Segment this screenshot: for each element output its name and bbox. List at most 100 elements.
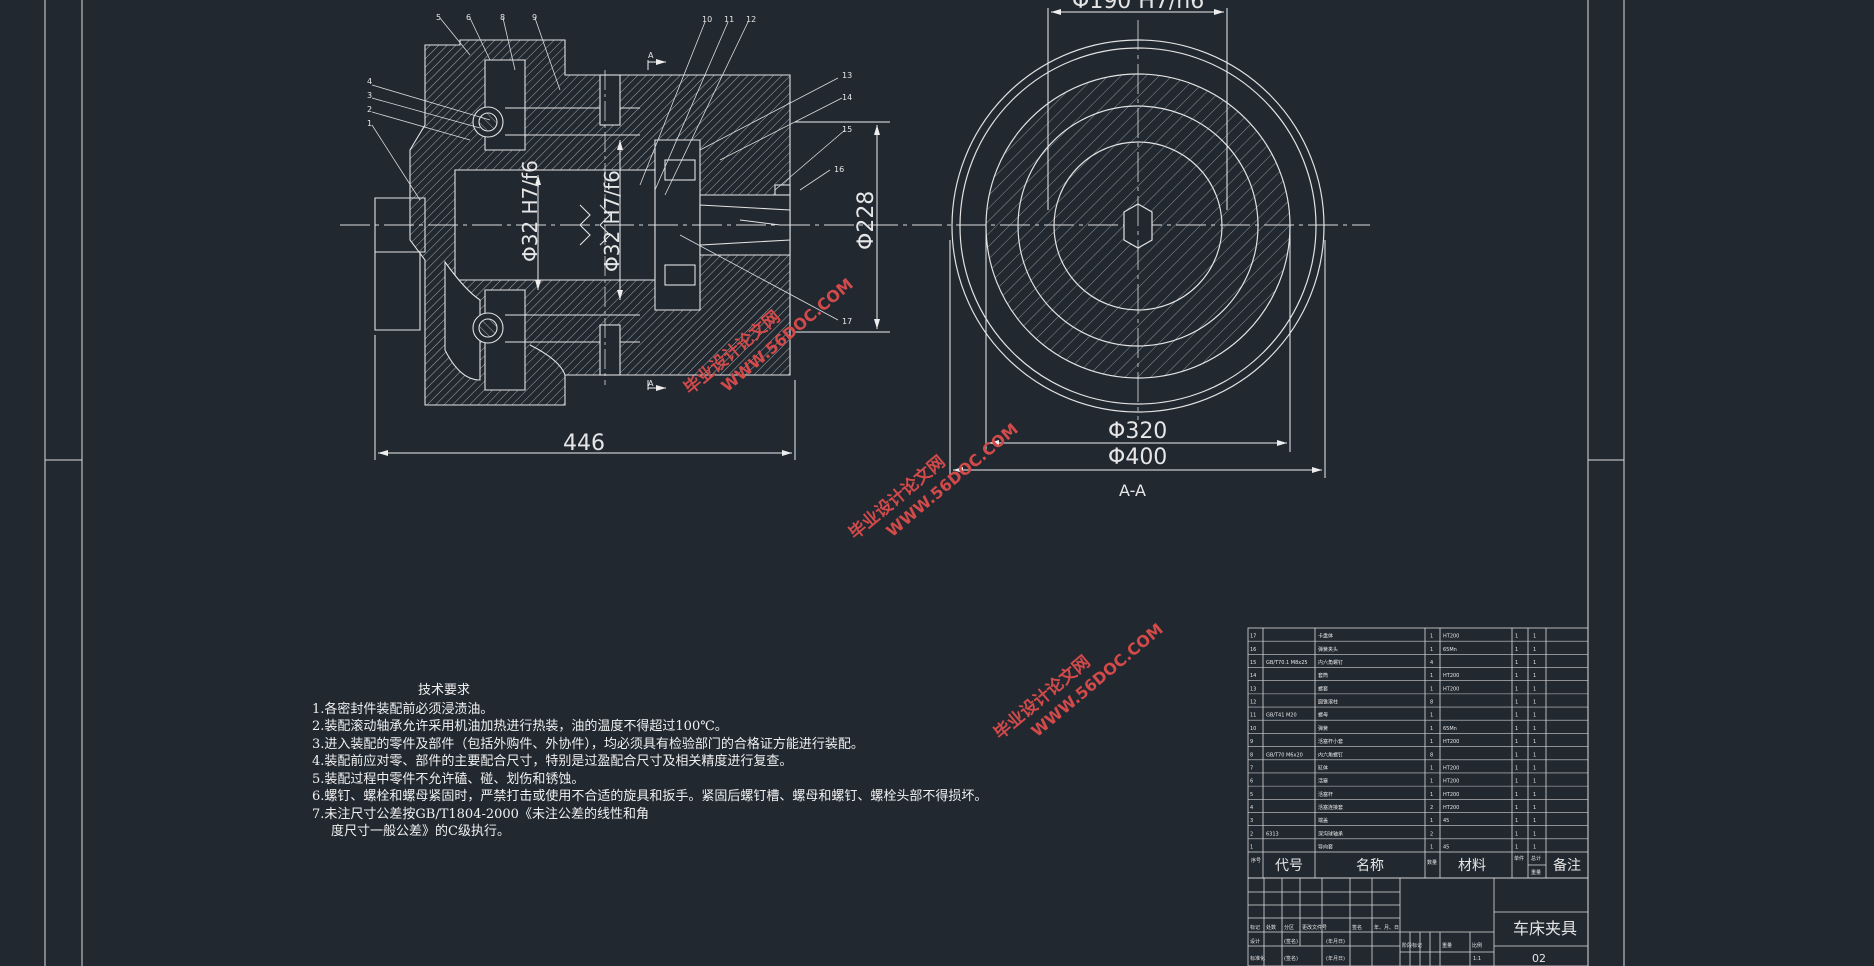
bom-row-weight-total: 1 xyxy=(1533,713,1536,719)
note-1: 1.各密封件装配前必须浸渍油。 xyxy=(312,701,494,717)
title-block-label: 标准化 xyxy=(1250,955,1265,962)
bom-row-weight-single: 1 xyxy=(1515,673,1518,679)
bom-row-name: 螺母 xyxy=(1318,712,1328,719)
bom-row-weight-total: 1 xyxy=(1533,726,1536,732)
scale-value: 1:1 xyxy=(1473,956,1481,962)
title-block-label: (年月日) xyxy=(1326,955,1345,962)
bom-row-qty: 1 xyxy=(1430,713,1433,719)
end-view xyxy=(951,20,1325,420)
bom-row-qty: 1 xyxy=(1430,792,1433,798)
bom-row-weight-total: 1 xyxy=(1533,647,1536,653)
bom-row-material: 65Mn xyxy=(1443,726,1457,732)
bom-header-material: 材料 xyxy=(1458,858,1486,874)
drawing-number: 02 xyxy=(1532,952,1546,965)
bom-row-weight-single: 1 xyxy=(1515,792,1518,798)
bom-row-material: HT200 xyxy=(1443,805,1459,811)
bom-row-name: 螺套 xyxy=(1318,685,1328,692)
internal-arrows xyxy=(535,140,623,300)
bom-row-name: 弹簧 xyxy=(1318,725,1328,732)
bom-row-weight-total: 1 xyxy=(1533,686,1536,692)
watermark-3: 毕业设计论文网 WWW.56DOC.COM xyxy=(990,619,1167,743)
svg-text:12: 12 xyxy=(746,15,756,24)
bom-row-number: 13 xyxy=(1250,686,1256,692)
bom-header-remark: 备注 xyxy=(1553,857,1581,874)
title-block-label: 重量 xyxy=(1442,942,1452,949)
title-block-label: (签名) xyxy=(1284,955,1298,962)
svg-text:6: 6 xyxy=(466,13,471,22)
bom-row-material: HT200 xyxy=(1443,686,1459,692)
svg-text:2: 2 xyxy=(367,105,372,114)
bom-row-material: HT200 xyxy=(1443,673,1459,679)
bom-row-name: 内六角螺钉 xyxy=(1318,659,1343,666)
part-number-labels: 5 6 8 9 10 11 12 13 14 15 16 17 4 3 2 1 xyxy=(367,13,852,326)
bom-row-weight-single: 1 xyxy=(1515,818,1518,824)
note-2: 2.装配滚动轴承允许采用机油加热进行热装，油的温度不得超过100℃。 xyxy=(312,719,728,734)
svg-text:10: 10 xyxy=(702,15,712,24)
bom-row-code: GB/T70 M6x20 xyxy=(1266,752,1303,758)
bom-row-weight-total: 1 xyxy=(1533,634,1536,640)
bom-row-name: 深沟球轴承 xyxy=(1318,830,1343,837)
bom-header-weight-total: 总计 xyxy=(1531,855,1541,862)
bom-header-weight: 重量 xyxy=(1531,869,1541,876)
svg-text:4: 4 xyxy=(367,77,372,86)
bom-row-material: 45 xyxy=(1443,818,1449,824)
note-3: 3.进入装配的零件及部件（包括外购件、外协件），均必须具有检验部门的合格证方能进… xyxy=(312,736,864,752)
bom-row-qty: 1 xyxy=(1430,686,1433,692)
svg-text:3: 3 xyxy=(367,91,372,100)
bom-header-seq: 序号 xyxy=(1251,857,1261,864)
bom-row-weight-total: 1 xyxy=(1533,818,1536,824)
title-block-label: 阶段标记 xyxy=(1402,942,1422,949)
title-block-label: 分区 xyxy=(1284,924,1294,931)
title-block-label: (年月日) xyxy=(1326,938,1345,945)
dim-320: Φ320 xyxy=(1108,419,1167,444)
bom-row-name: 圆锥滚柱 xyxy=(1318,699,1338,706)
bom-row-name: 内六角螺钉 xyxy=(1318,751,1343,758)
dim-320-400-lines xyxy=(949,226,1326,478)
svg-text:17: 17 xyxy=(842,317,852,326)
bom-row-name: 导向套 xyxy=(1318,844,1333,851)
bom-row-name: 活塞连接套 xyxy=(1318,804,1343,811)
bom-row-qty: 1 xyxy=(1430,673,1433,679)
leader-lines xyxy=(371,17,846,321)
note-4: 4.装配前应对零、部件的主要配合尺寸，特别是过盈配合尺寸及相关精度进行复查。 xyxy=(312,754,793,769)
svg-text:8: 8 xyxy=(500,13,505,22)
dim-inner-fit-2: Φ32 H7/f6 xyxy=(600,170,624,272)
bom-row-code: GB/T41 M20 xyxy=(1266,713,1297,719)
bom-row-weight-single: 1 xyxy=(1515,831,1518,837)
title-block-label: 年、月、日 xyxy=(1374,924,1399,931)
bom-header-qty: 数量 xyxy=(1427,859,1437,866)
bom-row-weight-single: 1 xyxy=(1515,634,1518,640)
svg-text:5: 5 xyxy=(436,13,441,22)
bom-row-number: 1 xyxy=(1250,845,1253,851)
dim-length: 446 xyxy=(563,431,605,456)
bom-row-name: 缸体 xyxy=(1318,764,1328,771)
title-block-labels: 标记处数分区更改文件号签名年、月、日设计(签名)(年月日)标准化(签名)(年月日… xyxy=(1250,924,1482,962)
note-7: 7.未注尺寸公差按GB/T1804-2000《未注公差的线性和角 xyxy=(312,806,649,822)
bom-row-weight-single: 1 xyxy=(1515,765,1518,771)
section-mark-bottom: A xyxy=(648,379,654,388)
title-block-label: 更改文件号 xyxy=(1302,924,1327,931)
bom-row-qty: 1 xyxy=(1430,765,1433,771)
title-block-label: 处数 xyxy=(1266,924,1276,931)
dim-400: Φ400 xyxy=(1108,445,1167,470)
bom-row-weight-total: 1 xyxy=(1533,831,1536,837)
bom-row-weight-total: 1 xyxy=(1533,792,1536,798)
bom-row-material: HT200 xyxy=(1443,634,1459,640)
title-block-label: 设计 xyxy=(1250,938,1260,945)
bom-row-material: 65Mn xyxy=(1443,647,1457,653)
bom-row-name: 活塞 xyxy=(1318,778,1328,785)
bom-row-weight-single: 1 xyxy=(1515,660,1518,666)
bom-header-weight-single: 单件 xyxy=(1514,855,1524,862)
bom-row-material: HT200 xyxy=(1443,765,1459,771)
svg-text:13: 13 xyxy=(842,71,852,80)
bom-row-number: 16 xyxy=(1250,647,1256,653)
note-7-cont: 度尺寸一般公差》的C级执行。 xyxy=(331,824,510,839)
svg-text:1: 1 xyxy=(367,119,372,128)
note-5: 5.装配过程中零件不允许磕、碰、划伤和锈蚀。 xyxy=(312,771,585,787)
bom-row-qty: 8 xyxy=(1430,700,1433,706)
bom-row-number: 2 xyxy=(1250,831,1253,837)
bom-row-material: HT200 xyxy=(1443,792,1459,798)
bom-row-weight-single: 1 xyxy=(1515,779,1518,785)
